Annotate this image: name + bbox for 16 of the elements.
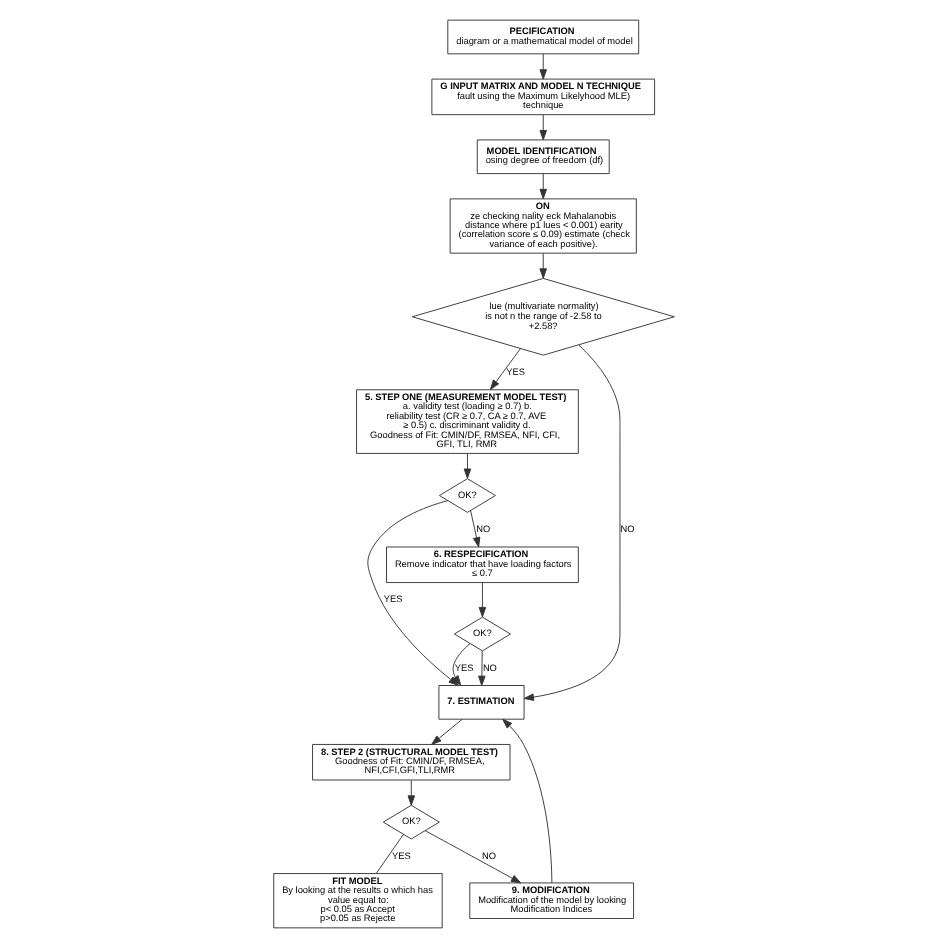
- arrow: [523, 344, 621, 701]
- arrow: [407, 779, 416, 806]
- arrow: [502, 718, 553, 884]
- arrow: [539, 173, 547, 200]
- arrow: [478, 582, 487, 618]
- arrow: [539, 252, 547, 279]
- arrow: [539, 53, 547, 80]
- arrow: [452, 643, 471, 686]
- arrow: [424, 830, 522, 884]
- connector: [375, 833, 404, 874]
- arrow: [470, 510, 481, 548]
- arrow: [478, 650, 486, 686]
- arrow: [489, 348, 521, 390]
- arrow: [463, 453, 472, 479]
- arrow: [539, 114, 547, 141]
- arrow: [431, 718, 463, 745]
